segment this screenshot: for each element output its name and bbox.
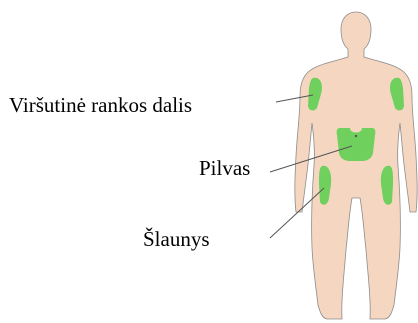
upper-arm-label: Viršutinė rankos dalis	[9, 95, 192, 116]
abdomen-site	[337, 128, 376, 161]
thigh-label: Šlaunys	[143, 229, 210, 250]
abdomen-label: Pilvas	[199, 158, 250, 179]
navel-mark	[355, 135, 357, 137]
body-silhouette	[295, 12, 417, 319]
